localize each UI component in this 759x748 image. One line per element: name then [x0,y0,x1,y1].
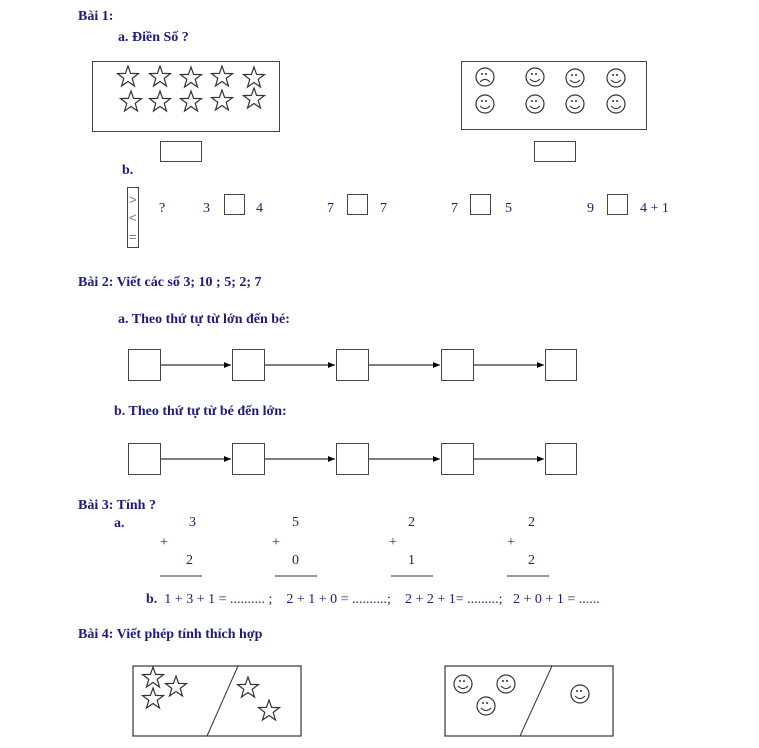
order-box[interactable] [441,349,474,381]
compare-right: 7 [380,201,387,216]
bai2-a-label: a. Theo thứ tự từ lớn đến bé: [118,312,290,327]
addend-top: 2 [528,515,535,530]
compare-left: 7 [451,201,458,216]
plus-sign: + [272,535,280,550]
greater-symbol: > [129,192,137,207]
bai4-title: Bài 4: Viết phép tính thích hợp [78,627,263,642]
order-box[interactable] [128,443,161,475]
less-symbol: < [129,210,137,225]
faces-box [461,61,647,130]
compare-box[interactable] [347,194,368,215]
order-box[interactable] [232,443,265,475]
compare-box[interactable] [470,194,491,215]
symbol-choices: > < = [127,187,139,248]
answer-box-stars[interactable] [160,141,202,162]
bai3-title: Bài 3: Tính ? [78,498,156,514]
compare-box[interactable] [607,194,628,215]
addend-top: 2 [408,515,415,530]
addend-bottom: 2 [528,553,535,568]
bai1-title: Bài 1: [78,9,114,24]
addend-top: 3 [189,515,196,530]
bai2-instruction: : Viết các số 3; 10 ; 5; 2; 7 [108,275,262,290]
compare-right: 5 [505,201,512,216]
plus-sign: + [389,535,397,550]
order-box[interactable] [336,349,369,381]
bai3-instruction: : Tính ? [108,498,156,513]
compare-box[interactable] [224,194,245,215]
order-box[interactable] [232,349,265,381]
bai1-a-label: a. Điền Số ? [118,30,189,45]
plus-sign: + [160,535,168,550]
answer-box-faces[interactable] [534,141,576,162]
compare-right: 4 [256,201,263,216]
faces-group [475,67,626,114]
compare-left: 9 [587,201,594,216]
bai2-b-label: b. Theo thứ tự từ bé đến lớn: [114,404,287,419]
bai3-b-expressions[interactable]: 1 + 3 + 1 = .......... ; 2 + 1 + 0 = ...… [164,592,600,607]
addend-bottom: 0 [292,553,299,568]
bai3-b-label: b. [146,592,158,607]
bai3-b-row: b. 1 + 3 + 1 = .......... ; 2 + 1 + 0 = … [146,592,600,608]
bai2-label: Bài 2 [78,275,109,290]
compare-left: 3 [203,201,210,216]
stars-box [92,61,280,132]
addend-top: 5 [292,515,299,530]
bai3-label: Bài 3 [78,498,109,513]
bai4-box-stars [132,665,302,737]
compare-right: 4 + 1 [640,201,669,216]
plus-sign: + [507,535,515,550]
order-box[interactable] [336,443,369,475]
addend-bottom: 2 [186,553,193,568]
order-box[interactable] [128,349,161,381]
equal-symbol: = [129,229,137,244]
addend-bottom: 1 [408,553,415,568]
bai1-b-label: b. [122,163,134,178]
stars-group [116,65,266,112]
compare-left: 7 [327,201,334,216]
bai2-title: Bài 2: Viết các số 3; 10 ; 5; 2; 7 [78,275,262,291]
order-box[interactable] [545,443,577,475]
bai4-box-faces [444,665,614,737]
order-box[interactable] [545,349,577,381]
order-box[interactable] [441,443,474,475]
bai3-a-label: a. [114,516,125,531]
question-mark: ? [159,201,166,216]
